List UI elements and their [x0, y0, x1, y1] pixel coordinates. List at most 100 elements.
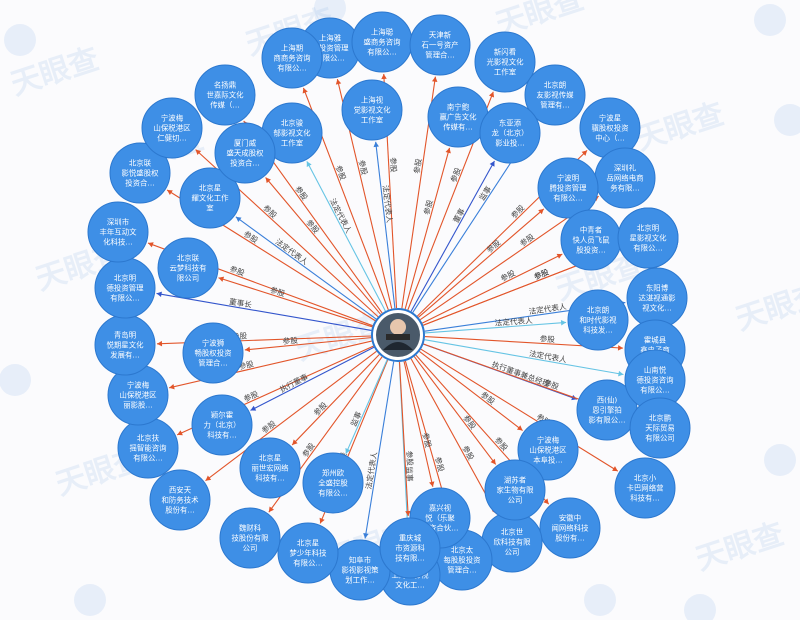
edge-arrow — [543, 498, 549, 505]
edge-arrow — [445, 147, 451, 154]
company-node-circle — [409, 14, 471, 76]
company-node[interactable]: 北京朗友影视传媒管理有… — [524, 64, 586, 126]
edge-arrow — [363, 533, 369, 539]
company-node-label: 宁波星骥股权投资中心（… — [592, 114, 629, 143]
watermark-dot — [0, 364, 31, 396]
company-node[interactable]: 北京鹏天际贸易有限公司 — [629, 397, 691, 459]
company-node[interactable]: 宁波梅山保税港区仁健切… — [141, 97, 203, 159]
edge-arrow — [265, 177, 271, 184]
relation-edge — [403, 361, 434, 487]
edge-arrow — [516, 425, 523, 431]
edge-arrow — [250, 405, 257, 411]
company-node[interactable]: 上海聪盛商务咨询有限公… — [351, 11, 413, 73]
company-node[interactable]: 北京联影悦盛股权投资合… — [109, 142, 171, 204]
company-node[interactable]: 深圳礼岳网络电商务有限… — [594, 147, 656, 209]
company-node[interactable]: 西安天和防务技术股份有… — [149, 469, 211, 531]
avatar-face — [390, 319, 406, 335]
relation-edge — [364, 361, 395, 539]
edge-label: 参股 — [461, 413, 478, 431]
edge-label: 董事长 — [228, 296, 253, 310]
company-node-circle — [629, 397, 691, 459]
company-node-circle — [484, 459, 546, 521]
watermark-dot — [74, 584, 106, 616]
edge-arrow — [612, 466, 618, 472]
edge-label: 参股 — [242, 229, 261, 246]
company-node[interactable]: 北京星梦少年科技有限公… — [277, 522, 339, 584]
company-node-circle — [141, 97, 203, 159]
company-node-label: 北京联影悦盛股权投资合… — [122, 159, 160, 188]
company-node[interactable]: 北京小卡巴网络营科技有… — [614, 457, 676, 519]
edge-label: 监事 — [477, 184, 494, 203]
edge-label: 参股 — [311, 399, 329, 417]
company-node-circle — [517, 419, 579, 481]
edge-label: 参股 — [232, 331, 248, 342]
edge-label: 法定代表人 — [494, 315, 533, 328]
edge-label: 参股 — [261, 202, 279, 220]
company-node[interactable]: 魏财科技股份有限公司 — [219, 507, 281, 569]
company-node[interactable]: 湖苏者家生物有限公司 — [484, 459, 546, 521]
company-node[interactable]: 北京联云梦科技有限公司 — [157, 237, 219, 299]
company-node-label: 山南悦德投资咨询有限公… — [637, 366, 674, 395]
company-node-label: 深圳礼岳网络电商务有限… — [607, 164, 644, 193]
edge-label: 参股 — [259, 418, 277, 435]
company-node-circle — [191, 394, 253, 456]
company-node-circle — [524, 64, 586, 126]
avatar-shoulders — [383, 342, 413, 350]
company-node[interactable]: 上海视觉影视文化工作室 — [341, 79, 403, 141]
relation-edge — [250, 346, 375, 411]
company-node[interactable]: 郑州欧全盛控股有限公… — [302, 452, 364, 514]
company-node[interactable]: 北京朗和时代影视科技发… — [567, 289, 629, 351]
company-node[interactable]: 知阜市影视影视策划工作… — [329, 539, 391, 601]
company-node-circle — [539, 497, 601, 559]
edge-arrow — [490, 458, 496, 465]
company-node[interactable]: 新闪看光影视文化工作室 — [474, 31, 536, 93]
company-node[interactable]: 北京扶摇智能咨询有限公… — [117, 417, 179, 479]
company-node[interactable]: 深圳市丰年互动文化科技… — [87, 201, 149, 263]
company-node[interactable]: 颖尔霍力（北京）科技有… — [191, 394, 253, 456]
company-node-label: 颖尔霍力（北京）科技有… — [204, 411, 241, 440]
company-node[interactable]: 北京明星影视文化有限公… — [617, 207, 679, 269]
watermark-dot — [754, 4, 786, 36]
company-node[interactable]: 东亚添龙（北京）影业投… — [479, 102, 541, 164]
edge-arrow — [381, 73, 387, 80]
relation-edge — [421, 253, 563, 324]
company-node-circle — [277, 522, 339, 584]
company-node[interactable]: 安徽中闻网络科技股份有… — [539, 497, 601, 559]
company-node-label: 西(仙)恩引擎拍影有限公… — [589, 396, 626, 425]
company-node-circle — [182, 322, 244, 384]
company-node[interactable]: 名扬鼎世嘉际文化传媒（… — [194, 64, 256, 126]
relation-edge — [404, 147, 451, 310]
company-node[interactable]: 南宁鲍赢广告文化传媒有… — [427, 86, 489, 148]
company-node-label: 北京鹏天际贸易有限公司 — [645, 414, 675, 443]
edge-arrow — [538, 208, 544, 215]
edge-arrow — [489, 160, 495, 167]
edge-label: 参股 — [293, 184, 310, 202]
edge-arrow — [244, 346, 251, 353]
company-node[interactable]: 厦门威盛天成股权投资合… — [214, 122, 276, 184]
edge-arrow — [488, 91, 495, 98]
company-node[interactable]: 北京星耀文化工作室 — [179, 167, 241, 229]
company-node[interactable]: 东阳博达湛视通影视文化… — [626, 267, 688, 329]
company-node[interactable]: 宁波梅山保税港区本阜投… — [517, 419, 579, 481]
avatar-caption-bar — [386, 334, 410, 340]
company-node[interactable]: 北京明德投资管理有限公… — [94, 257, 156, 319]
edge-arrow — [581, 150, 588, 156]
edge-arrow — [292, 439, 298, 445]
center-person-node[interactable] — [371, 308, 425, 362]
company-node-label: 北京明星影视文化有限公… — [630, 224, 668, 253]
company-node[interactable]: 宁波星骥股权投资中心（… — [579, 97, 641, 159]
company-node[interactable]: 宁波明腾投资管理有限公… — [537, 157, 599, 219]
relation-edge — [265, 177, 382, 315]
company-node[interactable]: 西(仙)恩引擎拍影有限公… — [576, 379, 638, 441]
company-node-label: 宁波梅山保税港区仁健切… — [154, 114, 192, 143]
company-node[interactable]: 中青者快人员飞鼠股投资… — [560, 209, 622, 271]
company-node[interactable]: 宁波狮畅股权投资管理合… — [182, 322, 244, 384]
company-node[interactable]: 宁波梅山保税港区丽影股… — [107, 364, 169, 426]
company-node[interactable]: 北京星丽世宏网络科技有… — [239, 437, 301, 499]
company-node[interactable]: 重庆城市资源科技有限… — [379, 517, 441, 579]
relation-edge — [410, 160, 495, 312]
company-node[interactable]: 青岛明悦期星文化发展有… — [94, 314, 156, 376]
edge-label: 参股 — [304, 217, 322, 235]
company-node[interactable]: 天津新石一号资产管理合… — [409, 14, 471, 76]
company-node[interactable]: 上海期商商务咨询有限公… — [261, 27, 323, 89]
